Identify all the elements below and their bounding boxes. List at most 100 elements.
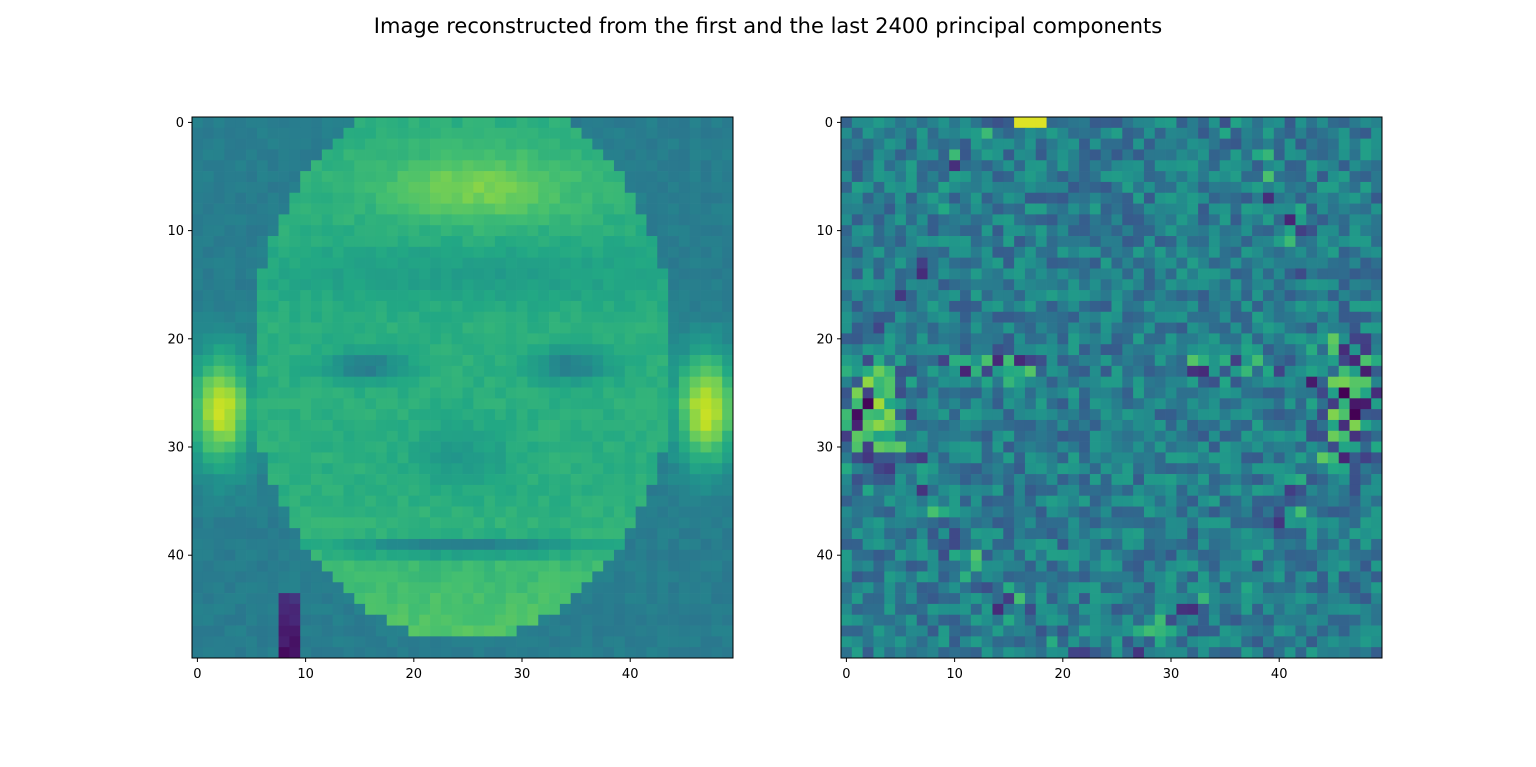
pixel-cell <box>1014 582 1026 594</box>
pixel-cell <box>592 495 604 507</box>
pixel-cell <box>1284 430 1296 442</box>
pixel-cell <box>1262 149 1275 161</box>
pixel-cell <box>1327 117 1340 129</box>
pixel-cell <box>321 506 334 518</box>
pixel-cell <box>332 528 344 540</box>
pixel-cell <box>1111 441 1123 453</box>
pixel-cell <box>700 192 712 204</box>
pixel-cell <box>1003 333 1015 345</box>
pixel-cell <box>1230 452 1242 464</box>
pixel-cell <box>624 344 636 356</box>
pixel-cell <box>1338 138 1350 150</box>
pixel-cell <box>213 138 225 150</box>
pixel-cell <box>862 333 874 345</box>
pixel-cell <box>1068 203 1080 215</box>
pixel-cell <box>321 614 334 626</box>
pixel-cell <box>722 257 734 269</box>
pixel-cell <box>397 474 409 486</box>
pixel-cell <box>1208 582 1221 594</box>
pixel-cell <box>646 376 658 388</box>
pixel-cell <box>603 603 615 616</box>
pixel-cell <box>321 246 334 259</box>
pixel-cell <box>505 203 517 215</box>
pixel-cell <box>1187 376 1199 388</box>
pixel-cell <box>1024 333 1037 345</box>
pixel-cell <box>289 560 301 572</box>
pixel-cell <box>1014 484 1026 497</box>
pixel-cell <box>992 355 1004 367</box>
pixel-cell <box>862 636 874 648</box>
pixel-cell <box>711 246 723 259</box>
pixel-cell <box>862 311 874 323</box>
pixel-cell <box>549 495 561 507</box>
pixel-cell <box>462 279 474 291</box>
pixel-cell <box>1035 300 1047 313</box>
pixel-cell <box>419 322 431 334</box>
pixel-cell <box>202 593 214 605</box>
pixel-cell <box>905 517 918 529</box>
pixel-cell <box>689 430 701 442</box>
pixel-cell <box>430 138 442 150</box>
pixel-cell <box>570 528 582 540</box>
pixel-cell <box>332 647 344 659</box>
pixel-cell <box>332 614 344 626</box>
pixel-cell <box>1089 538 1102 551</box>
pixel-cell <box>527 268 539 280</box>
pixel-cell <box>938 484 950 497</box>
pixel-cell <box>592 214 604 226</box>
pixel-cell <box>397 419 409 432</box>
pixel-cell <box>884 268 896 280</box>
pixel-cell <box>668 549 680 561</box>
pixel-cell <box>1143 398 1156 410</box>
pixel-cell <box>419 149 431 161</box>
pixel-cell <box>700 538 712 551</box>
pixel-cell <box>592 463 604 475</box>
pixel-cell <box>1079 311 1091 323</box>
pixel-cell <box>473 290 485 302</box>
pixel-cell <box>851 549 863 561</box>
pixel-cell <box>657 117 669 129</box>
pixel-cell <box>1068 463 1080 475</box>
pixel-cell <box>246 246 258 259</box>
pixel-cell <box>678 279 691 291</box>
pixel-cell <box>462 290 474 302</box>
pixel-cell <box>613 365 626 378</box>
pixel-cell <box>300 528 312 540</box>
pixel-cell <box>440 181 453 194</box>
pixel-cell <box>1068 560 1080 572</box>
pixel-cell <box>549 484 561 497</box>
pixel-cell <box>1165 560 1177 572</box>
pixel-cell <box>408 149 420 161</box>
pixel-cell <box>300 257 312 269</box>
pixel-cell <box>635 593 647 605</box>
pixel-cell <box>365 571 377 583</box>
pixel-cell <box>1143 571 1156 583</box>
pixel-cell <box>668 430 680 442</box>
pixel-cell <box>354 517 366 529</box>
pixel-cell <box>1360 430 1372 442</box>
pixel-cell <box>711 409 723 421</box>
pixel-cell <box>1154 409 1166 421</box>
pixel-cell <box>354 636 366 648</box>
pixel-cell <box>440 463 453 475</box>
pixel-cell <box>1371 203 1383 215</box>
pixel-cell <box>289 117 301 129</box>
pixel-cell <box>267 117 279 129</box>
pixel-cell <box>559 409 572 421</box>
pixel-cell <box>1079 117 1091 129</box>
pixel-cell <box>235 506 247 518</box>
pixel-cell <box>570 549 582 561</box>
pixel-cell <box>300 441 312 453</box>
pixel-cell <box>343 506 355 518</box>
pixel-cell <box>1100 225 1112 237</box>
pixel-cell <box>451 398 463 410</box>
pixel-cell <box>1154 636 1166 648</box>
pixel-cell <box>246 236 258 248</box>
pixel-cell <box>440 225 453 237</box>
pixel-cell <box>256 571 269 583</box>
pixel-cell <box>657 571 669 583</box>
pixel-cell <box>873 117 885 129</box>
pixel-cell <box>927 355 939 367</box>
pixel-cell <box>603 171 615 183</box>
pixel-cell <box>1371 517 1383 529</box>
